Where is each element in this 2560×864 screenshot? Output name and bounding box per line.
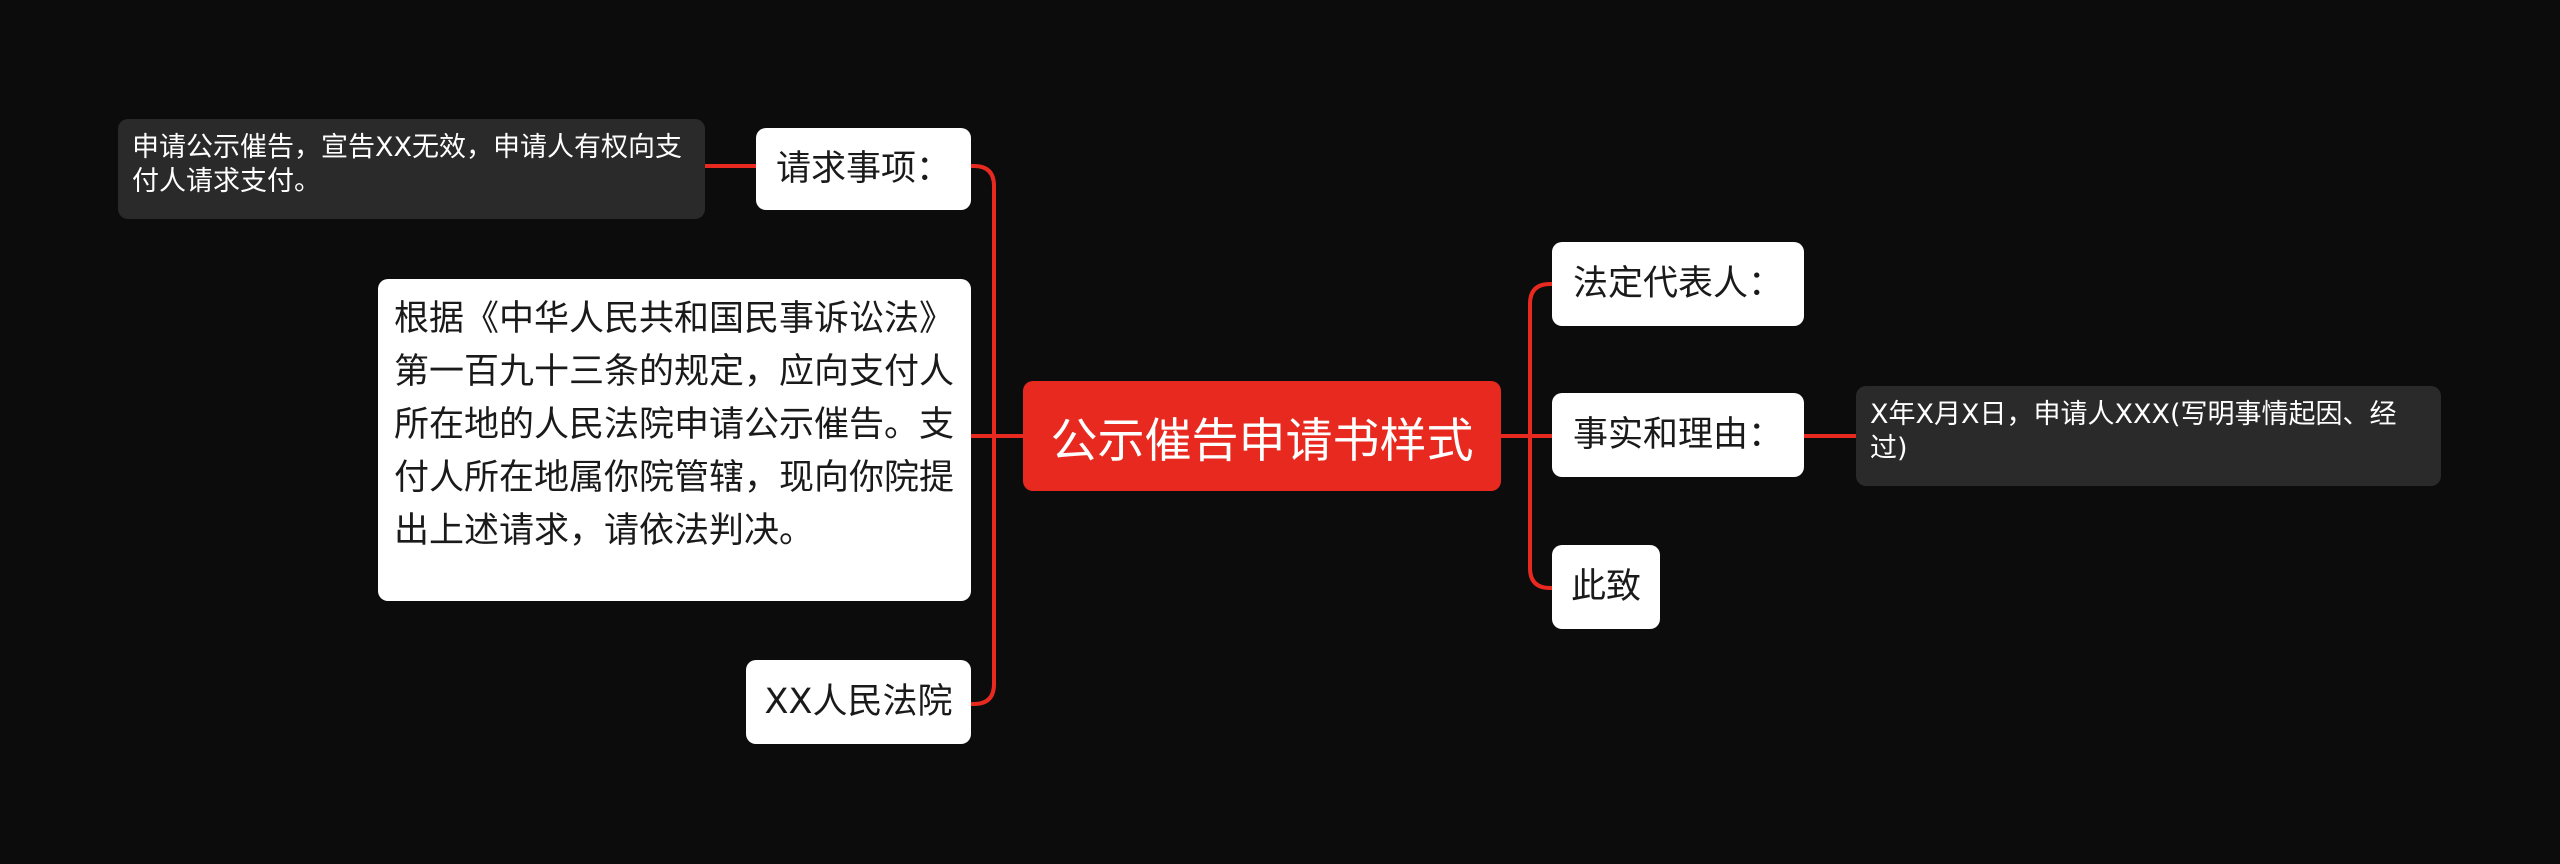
connector-left-trunk-bottom (969, 434, 996, 706)
topic-legal-basis-text: 根据《中华人民共和国民事诉讼法》第一百九十三条的规定，应向支付人所在地的人民法院… (394, 299, 955, 551)
topic-facts-reasons-label: 事实和理由： (1572, 415, 1783, 455)
root-title: 公示催告申请书样式 (1050, 413, 1474, 469)
topic-request-items[interactable]: 请求事项： (756, 128, 971, 210)
topic-request-items-label: 请求事项： (775, 149, 951, 189)
topic-court[interactable]: XX人民法院 (746, 660, 971, 744)
topic-court-label: XX人民法院 (764, 682, 953, 722)
topic-closing-label: 此致 (1570, 567, 1641, 607)
connector-right-trunk-bottom (1528, 434, 1554, 590)
topic-legal-representative[interactable]: 法定代表人： (1552, 242, 1804, 326)
root-topic[interactable]: 公示催告申请书样式 (1023, 381, 1501, 491)
note-facts-reasons-text: X年X月X日，申请人XXX(写明事情起因、经过) (1870, 399, 2397, 464)
topic-legal-basis[interactable]: 根据《中华人民共和国民事诉讼法》第一百九十三条的规定，应向支付人所在地的人民法院… (378, 279, 971, 601)
connector-right-trunk-top (1528, 282, 1554, 438)
topic-closing[interactable]: 此致 (1552, 545, 1660, 629)
note-request-items-text: 申请公示催告，宣告XX无效，申请人有权向支付人请求支付。 (132, 132, 682, 197)
note-request-items[interactable]: 申请公示催告，宣告XX无效，申请人有权向支付人请求支付。 (118, 119, 705, 219)
note-facts-reasons[interactable]: X年X月X日，申请人XXX(写明事情起因、经过) (1856, 386, 2441, 486)
topic-legal-representative-label: 法定代表人： (1572, 264, 1783, 304)
connector-left-trunk-top (969, 164, 996, 438)
topic-facts-reasons[interactable]: 事实和理由： (1552, 393, 1804, 477)
